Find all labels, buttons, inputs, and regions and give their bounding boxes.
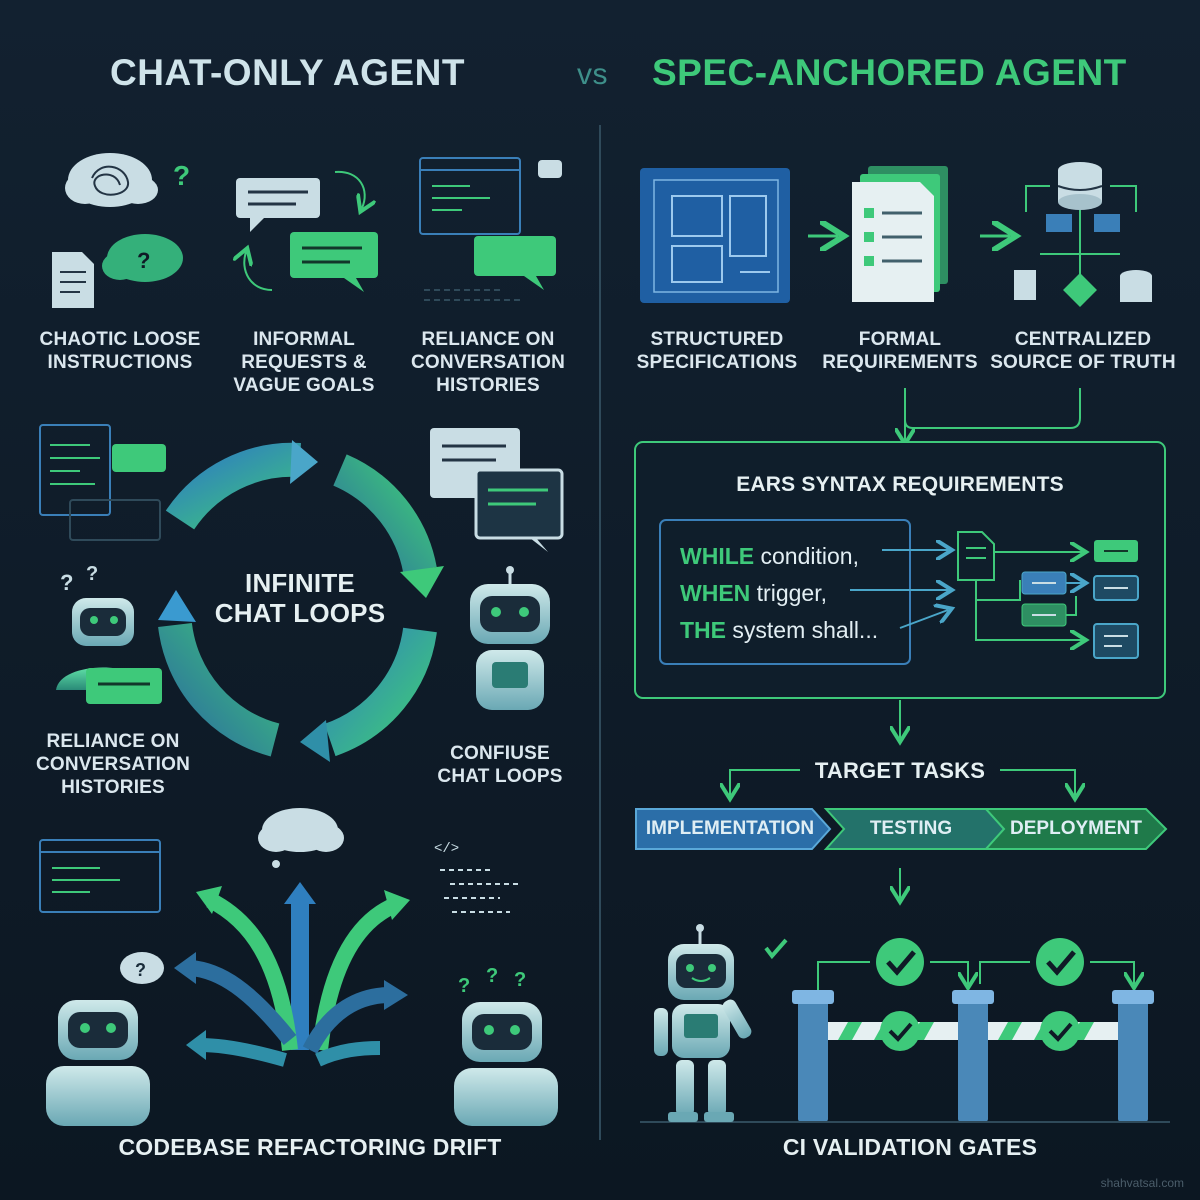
label-line: SPECIFICATIONS (636, 352, 798, 373)
chevron-deployment (983, 808, 1168, 850)
cloud-icon-bottom (258, 808, 344, 868)
task-implementation: IMPLEMENTATION (645, 818, 815, 839)
checkmark-icon-top-2 (1036, 938, 1084, 986)
ears-line-while: WHILE condition, (680, 538, 878, 575)
label-source-of-truth: CENTRALIZED SOURCE OF TRUTH (990, 328, 1176, 374)
ears-line-the: THE system shall... (680, 612, 878, 649)
watermark: shahvatsal.com (1100, 1176, 1184, 1190)
label-ci-gates: CI VALIDATION GATES (782, 1134, 1038, 1160)
label-codebase-drift: CODEBASE REFACTORING DRIFT (118, 1134, 502, 1160)
label-line: HISTORIES (61, 777, 165, 798)
stacked-documents-icon (852, 166, 948, 302)
label-line: CHAOTIC LOOSE (39, 329, 201, 350)
ears-text: condition, (754, 543, 859, 569)
label-line: RELIANCE ON (46, 731, 180, 752)
tasks-right-branch (1000, 769, 1075, 795)
label-infinite-loops: INFINITE CHAT LOOPS (200, 568, 400, 628)
svg-text:?: ? (173, 160, 190, 191)
drift-arrows (174, 882, 410, 1067)
robot-icon-bottom-right: ? ? ? (454, 965, 558, 1126)
label-line: RELIANCE ON (421, 329, 555, 350)
svg-text:?: ? (458, 975, 470, 997)
code-chat-icon (39, 424, 166, 541)
label-line: INSTRUCTIONS (47, 352, 193, 373)
code-snippet-icon: </> (434, 841, 520, 913)
question-cloud-icon: ? (102, 234, 183, 282)
label-structured-specs: STRUCTURED SPECIFICATIONS (624, 328, 810, 374)
label-line: CONVERSATION (35, 754, 191, 775)
vs-label: vs (577, 58, 608, 91)
label-informal-requests: INFORMAL REQUESTS & VAGUE GOALS (214, 328, 394, 397)
ears-syntax-lines: WHILE condition, WHEN trigger, THE syste… (680, 538, 878, 649)
label-line: REQUESTS & (241, 352, 367, 373)
label-line: REQUIREMENTS (822, 352, 978, 373)
svg-text:?: ? (135, 960, 146, 980)
ears-title: EARS SYNTAX REQUIREMENTS (736, 473, 1064, 496)
label-line: INFORMAL (253, 329, 355, 350)
label-reliance-middle: RELIANCE ON CONVERSATION HISTORIES (20, 730, 206, 799)
label-confuse-loops: CONFIUSE CHAT LOOPS (420, 742, 580, 788)
svg-text:?: ? (486, 965, 498, 987)
svg-text:?: ? (60, 570, 73, 595)
label-formal-requirements: FORMAL REQUIREMENTS (812, 328, 988, 374)
label-line: CENTRALIZED (1014, 329, 1152, 350)
ears-flow (850, 531, 1139, 659)
target-tasks-title: TARGET TASKS (814, 758, 986, 783)
task-testing: TESTING (869, 818, 953, 839)
tasks-left-branch (730, 769, 800, 795)
ears-text: trigger, (750, 580, 827, 606)
label-reliance-top: RELIANCE ON CONVERSATION HISTORIES (398, 328, 578, 397)
robot-icon-neutral (470, 566, 550, 710)
ears-connector (905, 388, 1081, 440)
ears-keyword: WHEN (680, 580, 751, 606)
right-title: SPEC-ANCHORED AGENT (652, 52, 1127, 93)
label-line: SOURCE OF TRUTH (990, 352, 1176, 373)
label-line: HISTORIES (436, 375, 540, 396)
robot-icon-confident (654, 924, 788, 1122)
label-line: STRUCTURED (650, 329, 784, 350)
ears-text: system shall... (726, 617, 879, 643)
label-line: CONVERSATION (410, 352, 566, 373)
checkmark-icon-gate-1 (880, 1011, 920, 1051)
left-title: CHAT-ONLY AGENT (110, 52, 465, 93)
label-line: FORMAL (858, 329, 942, 350)
checkmark-icon-gate-2 (1040, 1011, 1080, 1051)
label-line: CHAT LOOPS (214, 598, 386, 628)
document-icon (52, 252, 94, 308)
label-chaotic-instructions: CHAOTIC LOOSE INSTRUCTIONS (30, 328, 210, 374)
blueprint-icon (640, 168, 790, 303)
infinite-loop-arrows (158, 440, 444, 762)
svg-text:?: ? (86, 563, 98, 585)
svg-text:?: ? (514, 969, 526, 991)
ears-line-when: WHEN trigger, (680, 575, 878, 612)
label-line: VAGUE GOALS (233, 375, 375, 396)
ears-keyword: WHILE (680, 543, 755, 569)
svg-text:</>: </> (434, 841, 459, 857)
svg-text:?: ? (137, 248, 150, 273)
code-window-icon (419, 157, 562, 301)
checkmark-icon-top-1 (876, 938, 924, 986)
ci-gates-arrows (817, 961, 1134, 1000)
robot-icon-confused: ? ? (56, 563, 162, 704)
database-icon (1014, 162, 1152, 307)
chat-bubble-icon (236, 170, 378, 292)
task-deployment: DEPLOYMENT (1010, 818, 1142, 839)
robot-icon-bottom-left: ? (46, 952, 164, 1126)
label-line: INFINITE (245, 568, 355, 598)
ears-keyword: THE (680, 617, 726, 643)
chat-bubbles-icon (430, 428, 564, 552)
code-window-icon-bottom (39, 839, 161, 913)
label-line: CHAT LOOPS (437, 766, 563, 787)
chevron-implementation (635, 808, 832, 850)
label-line: CONFIUSE (450, 743, 550, 764)
thought-cloud-icon: ? (65, 153, 190, 207)
ears-inner-box (659, 519, 911, 665)
